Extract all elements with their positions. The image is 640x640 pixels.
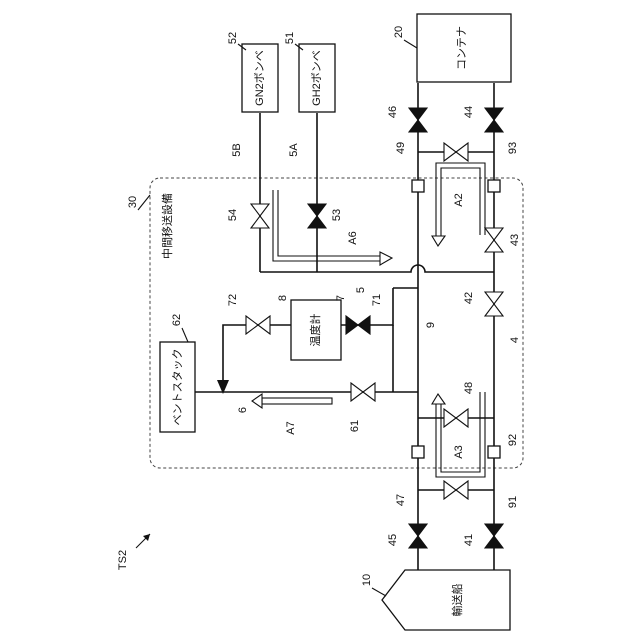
ref-6: 6 bbox=[237, 407, 249, 413]
figure-ref: TS2 bbox=[117, 550, 129, 570]
thermometer-label: 温度計 bbox=[308, 314, 322, 347]
valve-61b bbox=[363, 383, 375, 401]
gn2-label: GN2ボンベ bbox=[253, 50, 266, 106]
sensor-lower-left bbox=[412, 446, 424, 458]
valve-47b bbox=[456, 481, 468, 499]
valve-49b bbox=[456, 143, 468, 161]
ref-41: 41 bbox=[463, 534, 475, 546]
valve-47 bbox=[444, 481, 456, 499]
ref-92: 92 bbox=[507, 434, 519, 446]
ref-A2: A2 bbox=[453, 193, 465, 206]
leader-10 bbox=[372, 588, 386, 596]
ref-5A: 5A bbox=[288, 143, 300, 157]
ref-53: 53 bbox=[331, 209, 343, 221]
ref-43: 43 bbox=[509, 234, 521, 246]
valve-44b bbox=[485, 120, 503, 132]
flow-A3-head bbox=[432, 394, 445, 404]
container-label: コンテナ bbox=[455, 26, 468, 70]
flow-A6-head bbox=[380, 252, 392, 265]
ref-54: 54 bbox=[227, 209, 239, 221]
sensor-upper-left bbox=[412, 180, 424, 192]
ref-61: 61 bbox=[349, 420, 361, 432]
flow-A3-inner bbox=[436, 392, 485, 477]
ref-48: 48 bbox=[463, 382, 475, 394]
ref-9: 9 bbox=[425, 322, 437, 328]
vent-stack-label: ベントスタック bbox=[171, 349, 184, 426]
sensor-lower-right bbox=[488, 446, 500, 458]
leader-62 bbox=[182, 328, 188, 342]
facility-ref-leader bbox=[138, 195, 150, 210]
ref-A7: A7 bbox=[285, 421, 297, 434]
valve-44 bbox=[485, 108, 503, 120]
valve-48 bbox=[444, 409, 456, 427]
valve-71b bbox=[358, 316, 370, 334]
container-ref: 20 bbox=[393, 26, 405, 38]
ref-5B: 5B bbox=[231, 143, 243, 156]
valve-41b bbox=[485, 536, 503, 548]
valve-72 bbox=[246, 316, 258, 334]
valve-72b bbox=[258, 316, 270, 334]
valve-41 bbox=[485, 524, 503, 536]
ref-A3: A3 bbox=[453, 445, 465, 458]
container-ref-leader bbox=[404, 40, 417, 48]
flow-A3 bbox=[441, 392, 480, 472]
valve-53b bbox=[308, 216, 326, 228]
transport-ship bbox=[382, 570, 510, 630]
ref-42: 42 bbox=[463, 292, 475, 304]
ref-47: 47 bbox=[395, 494, 407, 506]
flow-A6-inner bbox=[273, 190, 380, 261]
ref-7: 7 bbox=[335, 295, 347, 301]
valve-42b bbox=[485, 304, 503, 316]
valve-45 bbox=[409, 524, 427, 536]
valve-43b bbox=[485, 240, 503, 252]
ref-72: 72 bbox=[227, 294, 239, 306]
sensor-upper-right bbox=[488, 180, 500, 192]
gn2-ref: 52 bbox=[227, 32, 239, 44]
ref-91: 91 bbox=[507, 496, 519, 508]
facility-ref: 30 bbox=[127, 196, 139, 208]
valve-71 bbox=[346, 316, 358, 334]
valve-61 bbox=[351, 383, 363, 401]
ref-93: 93 bbox=[507, 142, 519, 154]
ship-label: 輸送船 bbox=[450, 584, 464, 617]
ref-49: 49 bbox=[395, 142, 407, 154]
flow-A2-head bbox=[432, 236, 445, 246]
ref-45: 45 bbox=[387, 534, 399, 546]
valve-54b bbox=[251, 216, 269, 228]
valve-53 bbox=[308, 204, 326, 216]
pipe-line-5 bbox=[260, 265, 494, 272]
valve-54 bbox=[251, 204, 269, 216]
valve-46 bbox=[409, 108, 427, 120]
flow-A6 bbox=[278, 190, 380, 256]
gh2-ref: 51 bbox=[284, 32, 296, 44]
ref-44: 44 bbox=[463, 106, 475, 118]
ref-4: 4 bbox=[509, 337, 521, 343]
ship-ref: 10 bbox=[361, 574, 373, 586]
vent-stack-ref: 62 bbox=[171, 314, 183, 326]
thermometer-ref: 8 bbox=[277, 295, 289, 301]
valve-42 bbox=[485, 292, 503, 304]
gh2-label: GH2ボンベ bbox=[310, 50, 323, 106]
valve-46b bbox=[409, 120, 427, 132]
facility-label: 中間移送設備 bbox=[160, 193, 174, 259]
flow-A7-shaft bbox=[262, 398, 332, 404]
valve-49 bbox=[444, 143, 456, 161]
flow-A7-head bbox=[252, 394, 262, 408]
ref-5: 5 bbox=[355, 287, 367, 293]
valve-45b bbox=[409, 536, 427, 548]
ref-71: 71 bbox=[371, 294, 383, 306]
valve-48b bbox=[456, 409, 468, 427]
valve-43 bbox=[485, 228, 503, 240]
ref-46: 46 bbox=[387, 106, 399, 118]
ref-A6: A6 bbox=[347, 231, 359, 244]
